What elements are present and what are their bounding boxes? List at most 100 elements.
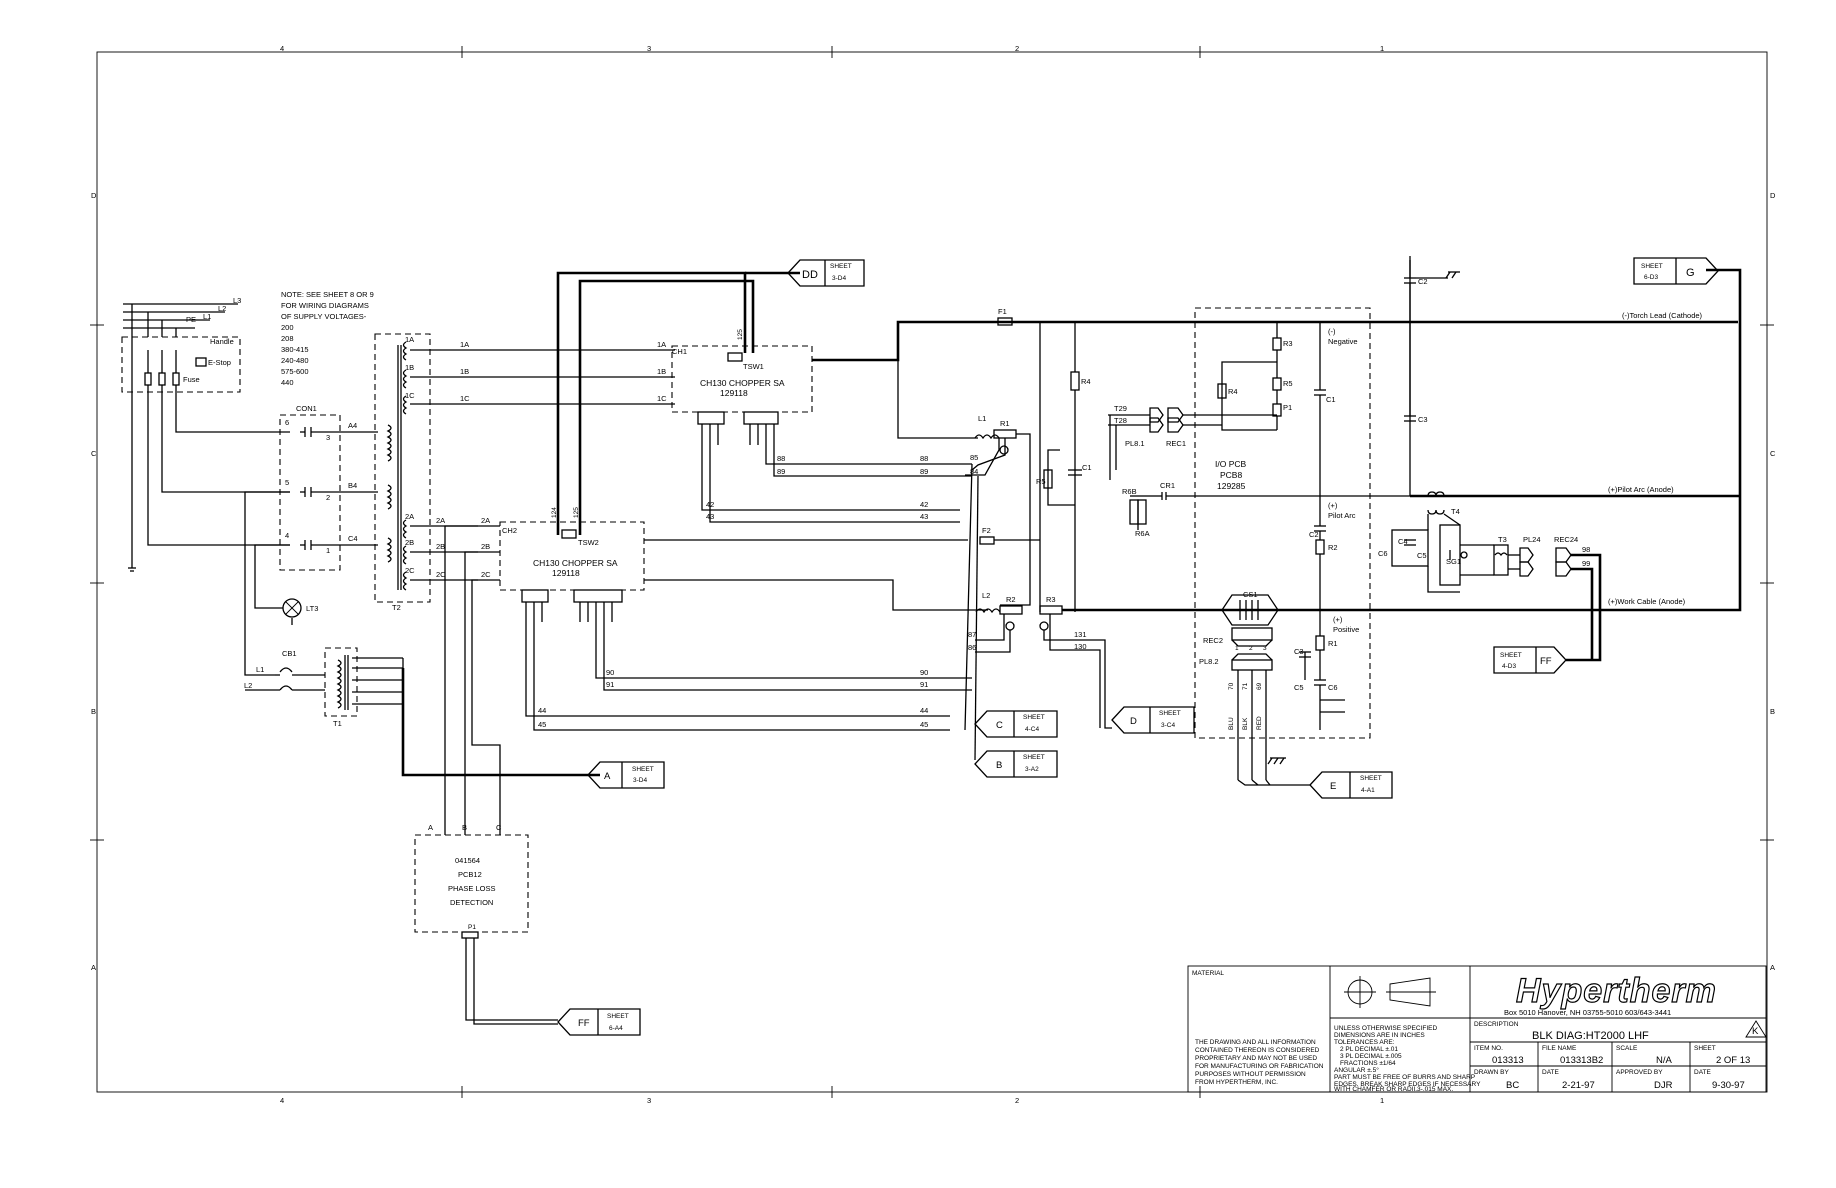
rec1-connector <box>1108 407 1277 480</box>
con1-contacts <box>300 427 378 550</box>
svg-text:NOTE: SEE SHEET 8 OR 9: NOTE: SEE SHEET 8 OR 9 <box>281 290 374 299</box>
svg-text:3-C4: 3-C4 <box>1161 722 1175 729</box>
zone-label-top: 2 <box>1015 44 1019 53</box>
svg-text:SHEET: SHEET <box>1023 754 1045 761</box>
label-r2: R2 <box>1006 595 1016 604</box>
svg-text:E: E <box>1330 781 1336 792</box>
chopper1-ch1: CH1 <box>672 347 687 356</box>
wire-label: 2A <box>481 516 490 525</box>
label-t3: T3 <box>1498 535 1507 544</box>
con1-pin: 6 <box>285 418 289 427</box>
chopper1-connectors <box>697 411 779 445</box>
tb-material: MATERIAL <box>1192 970 1224 977</box>
zone-label-row: A <box>91 963 96 972</box>
svg-text:TOLERANCES ARE:: TOLERANCES ARE: <box>1334 1039 1395 1046</box>
t2-windings <box>386 341 408 591</box>
wire-label: 85 <box>970 453 978 462</box>
con1-pin: 4 <box>285 531 289 540</box>
label-lt3: LT3 <box>306 604 318 613</box>
negative-label: Negative <box>1328 337 1358 346</box>
chopper1-pn: 129118 <box>720 388 748 398</box>
svg-text:PURPOSES WITHOUT PERMISSION: PURPOSES WITHOUT PERMISSION <box>1195 1071 1306 1078</box>
label-f2: F2 <box>982 526 991 535</box>
tb-sheet: 2 OF 13 <box>1716 1055 1750 1066</box>
svg-text:G: G <box>1686 267 1695 279</box>
torch-lead-wire[interactable] <box>812 320 1738 362</box>
cs1-pin: 2 <box>1249 645 1253 652</box>
offpage-d[interactable]: D SHEET 3-C4 <box>1111 706 1195 734</box>
cs1-current-sensor <box>1221 594 1310 786</box>
wire-label: 125 <box>573 507 580 518</box>
zone-label-row: B <box>91 707 96 716</box>
zone-label-bottom: 1 <box>1380 1096 1384 1105</box>
t2-tap: 2A <box>405 512 414 521</box>
t1-windings <box>336 655 404 710</box>
wire-label: 69 <box>1256 682 1263 690</box>
wire-label: 1B <box>657 367 666 376</box>
fuse-holders <box>144 350 207 410</box>
tb-drawn-label: DRAWN BY <box>1474 1069 1509 1076</box>
tb-drawn: BC <box>1506 1080 1519 1091</box>
zone-label-row: A <box>1770 963 1775 972</box>
offpage-ff-right[interactable]: SHEET 4-D3 FF <box>1493 646 1567 674</box>
tb-approved: DJR <box>1654 1080 1673 1091</box>
fuse-f2 <box>979 536 995 545</box>
zone-label-row: D <box>91 191 97 200</box>
svg-text:SHEET: SHEET <box>1023 714 1045 721</box>
supply-to-con1-wires <box>147 410 290 546</box>
wire-label: 91 <box>606 680 614 689</box>
label-t4: T4 <box>1451 507 1460 516</box>
tb-date-label: DATE <box>1542 1069 1560 1076</box>
offpage-dd[interactable]: DD SHEET 3-D4 <box>787 259 865 287</box>
t2-tap: 1A <box>405 335 414 344</box>
offpage-b[interactable]: B SHEET 3-A2 <box>974 750 1058 778</box>
wire-label: 89 <box>777 467 785 476</box>
t2-to-chopper1-wires <box>410 349 675 581</box>
wire-label-a4: A4 <box>348 421 357 430</box>
label-c3: C3 <box>1294 647 1304 656</box>
chopper2-box <box>499 521 645 591</box>
tb-company-logo: Hypertherm <box>1516 972 1717 1010</box>
positive-sign: (+) <box>1333 615 1343 624</box>
label-l1: L1 <box>203 312 211 321</box>
con1-label: CON1 <box>296 404 317 413</box>
svg-text:CONTAINED THEREON IS CONSIDERE: CONTAINED THEREON IS CONSIDERED <box>1195 1047 1320 1054</box>
ff-wire <box>1571 567 1594 660</box>
wire-label: 88 <box>920 454 928 463</box>
zone-label-bottom: 3 <box>647 1096 651 1105</box>
tb-file: 013313B2 <box>1560 1055 1603 1066</box>
inductor-l2 <box>975 608 1001 614</box>
tb-address: Box 5010 Hanover, NH 03755-5010 603/643-… <box>1504 1008 1671 1017</box>
sensor-r1 <box>999 445 1009 455</box>
work-cable-wire[interactable] <box>1062 268 1742 612</box>
pcb8-pn: 129285 <box>1217 481 1246 491</box>
wire-label: 2C <box>481 570 491 579</box>
label-c6r: C6 <box>1378 549 1388 558</box>
label-p1b: P1 <box>1283 403 1292 412</box>
wire-label: 130 <box>1074 642 1087 651</box>
wire-label: 84 <box>970 467 978 476</box>
label-pl81: PL8.1 <box>1125 439 1145 448</box>
resistor-r3 <box>1039 605 1063 615</box>
label-cb1: CB1 <box>282 649 297 658</box>
wire-label: 44 <box>538 706 546 715</box>
wire-label: 86 <box>968 643 976 652</box>
pcb12-line: 041564 <box>455 856 480 865</box>
tb-tolerances: UNLESS OTHERWISE SPECIFIED DIMENSIONS AR… <box>1334 1025 1481 1093</box>
wire-label: 90 <box>920 668 928 677</box>
label-l2: L2 <box>982 591 990 600</box>
offpage-e[interactable]: E SHEET 4-A1 <box>1309 771 1393 799</box>
supply-voltage-note: NOTE: SEE SHEET 8 OR 9 FOR WIRING DIAGRA… <box>281 290 374 387</box>
offpage-g[interactable]: SHEET 6-D3 G <box>1633 257 1719 285</box>
zone-ticks <box>90 46 1774 1098</box>
label-pl82: PL8.2 <box>1199 657 1219 666</box>
offpage-a[interactable]: A SHEET 3-D4 <box>587 761 665 789</box>
wire-color: BLU <box>1228 717 1235 730</box>
pilot-label: Pilot Arc <box>1328 511 1356 520</box>
offpage-ff-bottom[interactable]: FF SHEET 6-A4 <box>557 1008 641 1036</box>
zone-label-top: 1 <box>1380 44 1384 53</box>
offpage-c[interactable]: C SHEET 4-C4 <box>974 710 1058 738</box>
wire-label: 2A <box>436 516 445 525</box>
label-fuse: Fuse <box>183 375 200 384</box>
pcb12-line: DETECTION <box>450 898 493 907</box>
